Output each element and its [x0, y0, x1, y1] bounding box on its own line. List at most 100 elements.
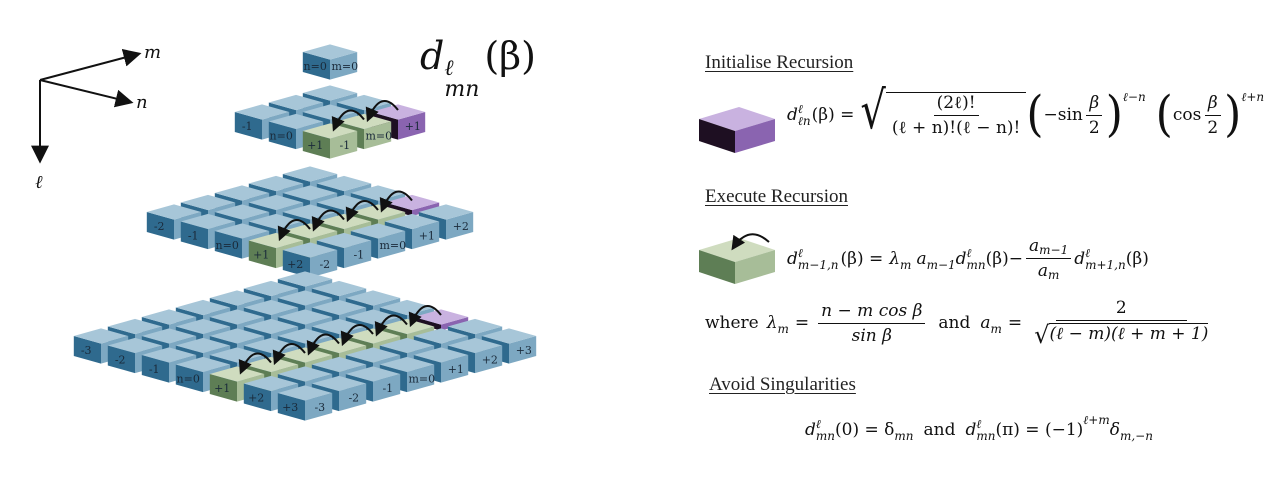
cube-face-front	[364, 121, 392, 150]
cube-face-top	[277, 290, 333, 306]
where-lambda-den: sin β	[851, 325, 892, 346]
cube-face-left	[243, 383, 271, 412]
cube-l3-m-3-n3	[277, 385, 333, 421]
layer-labels-l2: -2-1n=0+1+2-2-1m=0+1+2	[154, 190, 469, 271]
init-factor1-den: 2	[1088, 117, 1100, 138]
n-index-label: +2	[248, 391, 264, 404]
n-index-label: n=0	[216, 239, 239, 252]
init-factor1: −sin	[1043, 105, 1083, 125]
cube-face-top	[209, 290, 265, 306]
m-index-label: m=0	[331, 60, 358, 73]
cube-face-left	[248, 240, 276, 269]
layer-l2	[146, 166, 474, 278]
recursion-arrow	[311, 209, 345, 232]
init-sqrt-den: (ℓ + n)!(ℓ − n)!	[891, 118, 1021, 138]
init-sqrt-num: (2ℓ)!	[933, 93, 979, 116]
cube-face-top	[243, 318, 299, 335]
m-index-label: -1	[382, 382, 393, 395]
execute-heading: Execute Recursion	[705, 186, 848, 207]
n-index-label: -1	[188, 229, 199, 242]
n-index-label: +3	[282, 401, 298, 414]
m-index-label: -3	[314, 401, 325, 414]
cube-face-front	[475, 345, 503, 374]
cube-face-top	[277, 271, 333, 287]
m-index-label: +1	[419, 229, 435, 242]
where-text: where	[705, 313, 759, 333]
cube-l0-m0-n0	[302, 44, 358, 80]
cube-face-top	[209, 328, 265, 344]
exec-d-sub: mn	[966, 257, 986, 272]
where-lambda: λ	[766, 313, 778, 333]
cube-face-top	[282, 185, 338, 201]
where-a-sub: m	[990, 322, 1002, 336]
where-eq1: =	[794, 313, 810, 333]
cube-face-left	[302, 52, 330, 80]
m-index-label: +1	[448, 363, 464, 376]
l-axis-label: ℓ	[35, 172, 43, 193]
cube-face-left	[234, 112, 262, 140]
cube-face-top	[268, 113, 324, 130]
where-a: a	[980, 313, 991, 333]
cube-face-top	[175, 318, 231, 335]
cube-face-left	[214, 231, 242, 259]
exec-lhs-sub: m−1,n	[797, 257, 839, 272]
cube-face-top	[209, 309, 265, 325]
cube-face-top	[243, 337, 299, 354]
cube-face-front	[305, 393, 333, 421]
exec-d2-sub: m+1,n	[1085, 257, 1126, 272]
cube-face-top	[302, 44, 358, 60]
cube-face-top	[379, 337, 435, 354]
cube-face-top	[282, 204, 338, 220]
cube-face-top	[311, 318, 367, 335]
cube-face-left	[141, 355, 169, 383]
sing-d1: d	[805, 420, 816, 440]
exec-d-sup: ℓ	[966, 245, 972, 260]
m-index-label: +1	[405, 120, 421, 133]
n-index-label: n=0	[270, 129, 293, 142]
init-lhs-arg: (β) =	[811, 105, 855, 125]
exec-d2-sup: ℓ	[1085, 245, 1091, 260]
recursion-arrow	[340, 324, 374, 347]
cube-face-top	[311, 356, 367, 373]
cube-face-front	[339, 383, 367, 412]
sing-d1-arg: (0) = δ	[835, 420, 895, 440]
cube-face-top	[214, 204, 270, 220]
cube-face-top	[248, 194, 304, 211]
cube-face-front	[330, 52, 358, 80]
sing-d2-arg: (π) = (−1)	[995, 420, 1084, 440]
n-index-label: -2	[154, 220, 165, 233]
cube-face-top	[316, 232, 372, 249]
cube-face-top	[379, 356, 435, 373]
cube-face-top	[214, 185, 270, 201]
m-index-label: -1	[339, 139, 350, 152]
recursion-arrow	[272, 343, 306, 366]
cube-face-top	[243, 280, 299, 297]
cube-face-top	[350, 185, 406, 201]
sing-d2-exp: ℓ+m	[1083, 412, 1110, 427]
exec-frac-den: a	[1037, 261, 1048, 281]
sing-d2-sub: mn	[976, 429, 996, 443]
m-index-label: -1	[353, 248, 364, 261]
cube-face-front	[407, 364, 435, 393]
cube-face-front	[412, 221, 440, 250]
cube-face-left	[209, 374, 237, 402]
cube-face-top	[234, 104, 290, 120]
cube-face-top	[277, 385, 333, 401]
cube-face-top	[268, 94, 324, 111]
init-factor2-den: 2	[1207, 117, 1219, 138]
cube-face-top	[277, 366, 333, 382]
cube-face-top	[248, 175, 304, 192]
init-lhs-sup: ℓ	[797, 102, 803, 116]
recursion-arrow	[331, 109, 365, 132]
cube-face-top	[277, 328, 333, 344]
cube-face-top	[175, 356, 231, 373]
n-index-label: +1	[253, 248, 269, 261]
init-lhs: d	[787, 105, 798, 125]
layer-l0	[302, 44, 358, 80]
cube-face-top	[180, 213, 236, 230]
sing-d2-sup: ℓ	[976, 417, 982, 431]
